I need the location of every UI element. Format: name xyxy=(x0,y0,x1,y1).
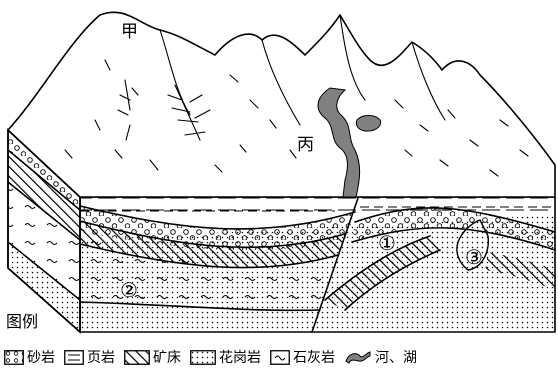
legend-title: 图例 xyxy=(6,312,38,331)
shale-swatch-icon xyxy=(64,349,84,365)
label-jia: 甲 xyxy=(121,22,138,42)
legend-item-river: 河、湖 xyxy=(344,347,417,367)
legend-label-limestone: 石灰岩 xyxy=(293,350,335,366)
ore-body-right xyxy=(325,236,440,310)
label-bing: 丙 xyxy=(297,135,314,155)
geologic-block-diagram: 甲 丙 ① ② ③ 图例 xyxy=(6,11,556,334)
legend-label-granite: 花岗岩 xyxy=(219,350,261,366)
sandstone-swatch-icon xyxy=(4,349,24,365)
ore-swatch-icon xyxy=(124,349,150,365)
lake xyxy=(355,115,382,132)
legend-label-river: 河、湖 xyxy=(375,350,417,366)
mountain-surface xyxy=(7,11,556,198)
river-lake-swatch-icon xyxy=(345,351,371,364)
legend-item-shale: 页岩 xyxy=(64,347,115,367)
legend-item-ore: 矿床 xyxy=(124,347,181,367)
label-3: ③ xyxy=(465,245,483,269)
legend: 砂岩 页岩 矿床 花岗岩 石灰岩 河、湖 xyxy=(4,344,556,370)
legend-item-granite: 花岗岩 xyxy=(190,347,261,367)
legend-label-shale: 页岩 xyxy=(87,350,115,366)
label-2: ② xyxy=(120,278,138,302)
fault-line xyxy=(311,197,359,333)
ore-body-left xyxy=(80,221,345,268)
legend-label-sandstone: 砂岩 xyxy=(27,350,55,366)
granite-swatch-icon xyxy=(190,349,216,365)
legend-item-limestone: 石灰岩 xyxy=(270,347,335,367)
limestone-swatch-icon xyxy=(270,349,290,365)
legend-item-sandstone: 砂岩 xyxy=(4,347,55,367)
legend-label-ore: 矿床 xyxy=(153,350,181,366)
label-1: ① xyxy=(378,231,396,255)
ore-body-far-right xyxy=(485,252,555,290)
